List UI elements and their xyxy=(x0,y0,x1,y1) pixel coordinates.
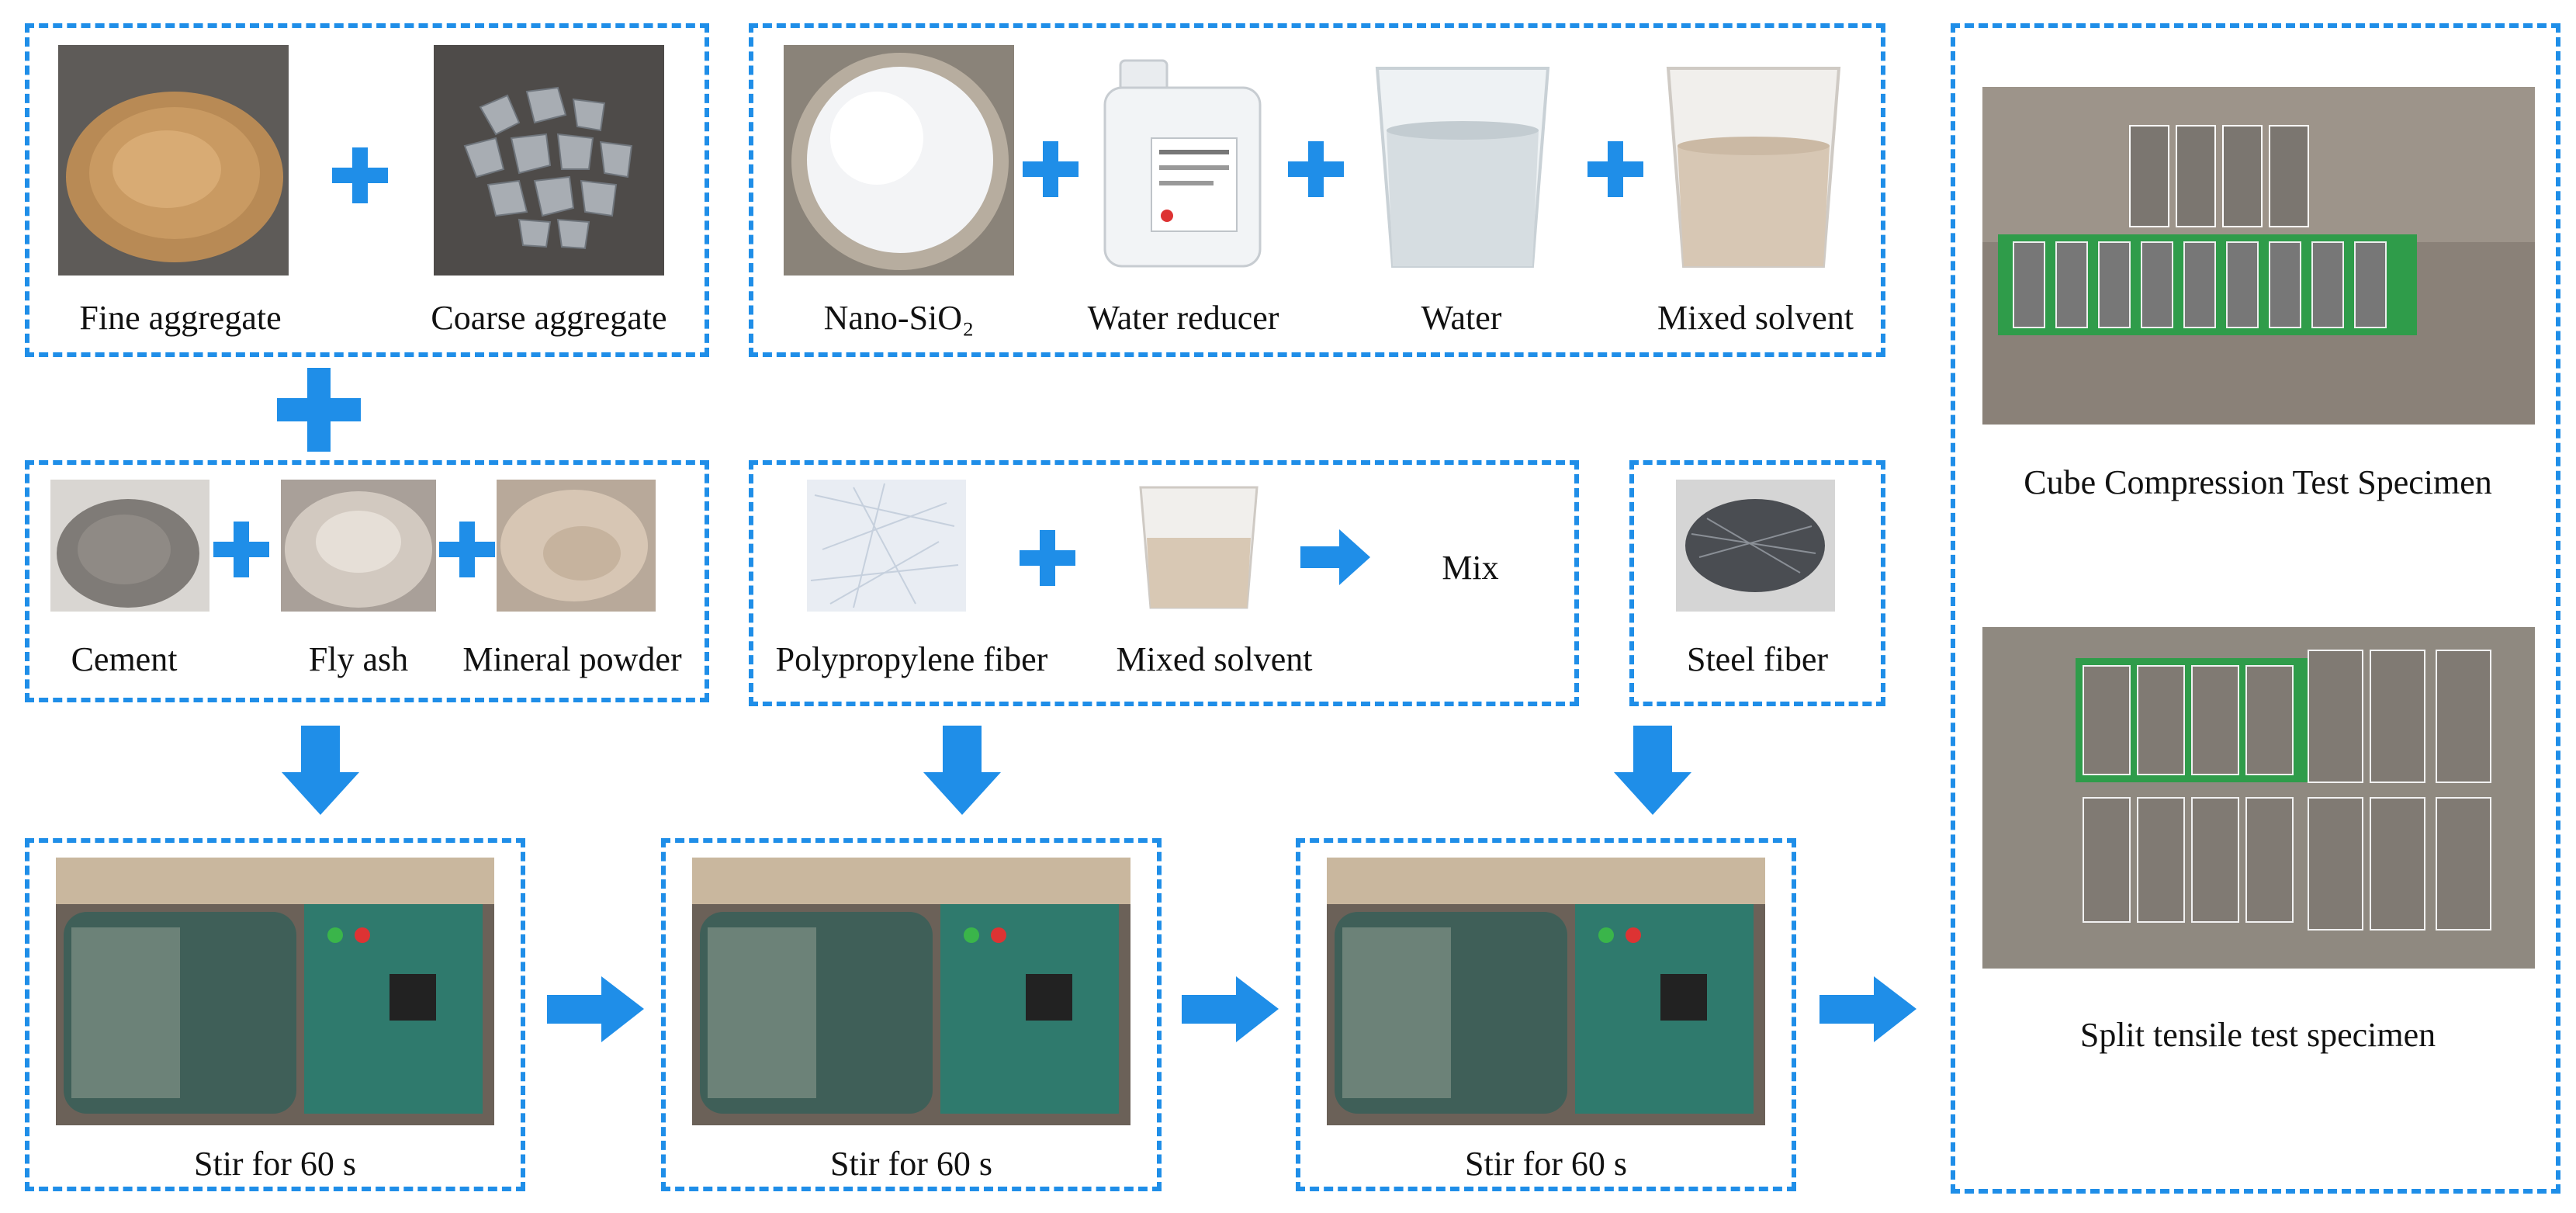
fine-aggregate-label: Fine aggregate xyxy=(79,299,282,337)
fly-ash-photo xyxy=(281,480,436,612)
arrow-right-icon xyxy=(1182,976,1279,1042)
arrow-right-icon xyxy=(1300,529,1370,585)
arrow-right-icon xyxy=(1819,976,1916,1042)
steel-fiber-label: Steel fiber xyxy=(1686,640,1829,678)
nano-sio2-photo xyxy=(784,45,1014,276)
plus-icon xyxy=(1587,141,1643,197)
water-label: Water xyxy=(1421,299,1502,337)
mineral-powder-photo xyxy=(497,480,656,612)
fiber-solvent-box xyxy=(749,460,1579,706)
polypropylene-fiber-label: Polypropylene fiber xyxy=(775,640,1048,678)
stir-box-2 xyxy=(661,838,1162,1191)
mineral-powder-label: Mineral powder xyxy=(462,640,682,678)
plus-icon xyxy=(439,522,495,577)
steel-fiber-photo xyxy=(1676,480,1835,612)
cube-specimen-label: Cube Compression Test Specimen xyxy=(2024,463,2492,501)
coarse-aggregate-photo xyxy=(434,45,664,276)
split-specimen-photo xyxy=(1982,627,2535,969)
nano-sio2-label: Nano-SiO₂ xyxy=(823,299,975,337)
mixed-solvent-photo xyxy=(1637,45,1868,276)
plus-icon xyxy=(1288,141,1344,197)
arrow-right-icon xyxy=(547,976,644,1042)
plus-icon xyxy=(1023,141,1079,197)
split-specimen-label: Split tensile test specimen xyxy=(2079,1016,2436,1054)
aggregate-box xyxy=(25,23,709,357)
mixed-solvent-label: Mixed solvent xyxy=(1657,299,1854,337)
plus-icon xyxy=(277,368,361,452)
fly-ash-label: Fly ash xyxy=(308,640,409,678)
stir-label-2: Stir for 60 s xyxy=(830,1145,992,1183)
stir-box-3 xyxy=(1296,838,1796,1191)
binder-box xyxy=(25,460,709,702)
water-reducer-label: Water reducer xyxy=(1087,299,1279,337)
stir-box-1 xyxy=(25,838,525,1191)
specimens-box xyxy=(1951,23,2560,1194)
liquid-materials-box xyxy=(749,23,1885,357)
arrow-down-icon xyxy=(923,726,1001,815)
mixed-solvent-photo-small xyxy=(1121,480,1276,612)
mixer-photo-1 xyxy=(56,858,494,1125)
arrow-down-icon xyxy=(1614,726,1691,815)
water-reducer-photo xyxy=(1089,45,1276,276)
coarse-aggregate-label: Coarse aggregate xyxy=(431,299,667,337)
plus-icon xyxy=(332,147,388,203)
polypropylene-fiber-photo xyxy=(807,480,966,612)
cement-photo xyxy=(50,480,209,612)
plus-icon xyxy=(213,522,269,577)
stir-label-3: Stir for 60 s xyxy=(1465,1145,1627,1183)
steel-fiber-box xyxy=(1629,460,1885,706)
cube-specimen-photo xyxy=(1982,87,2535,425)
stir-label-1: Stir for 60 s xyxy=(194,1145,356,1183)
water-photo xyxy=(1346,45,1577,276)
plus-icon xyxy=(1020,530,1075,586)
mixed-solvent-label-2: Mixed solvent xyxy=(1116,640,1313,678)
mixer-photo-3 xyxy=(1327,858,1765,1125)
arrow-down-icon xyxy=(282,726,359,815)
fine-aggregate-photo xyxy=(58,45,289,276)
mix-label: Mix xyxy=(1442,549,1499,587)
cement-label: Cement xyxy=(71,640,178,678)
mixer-photo-2 xyxy=(692,858,1130,1125)
